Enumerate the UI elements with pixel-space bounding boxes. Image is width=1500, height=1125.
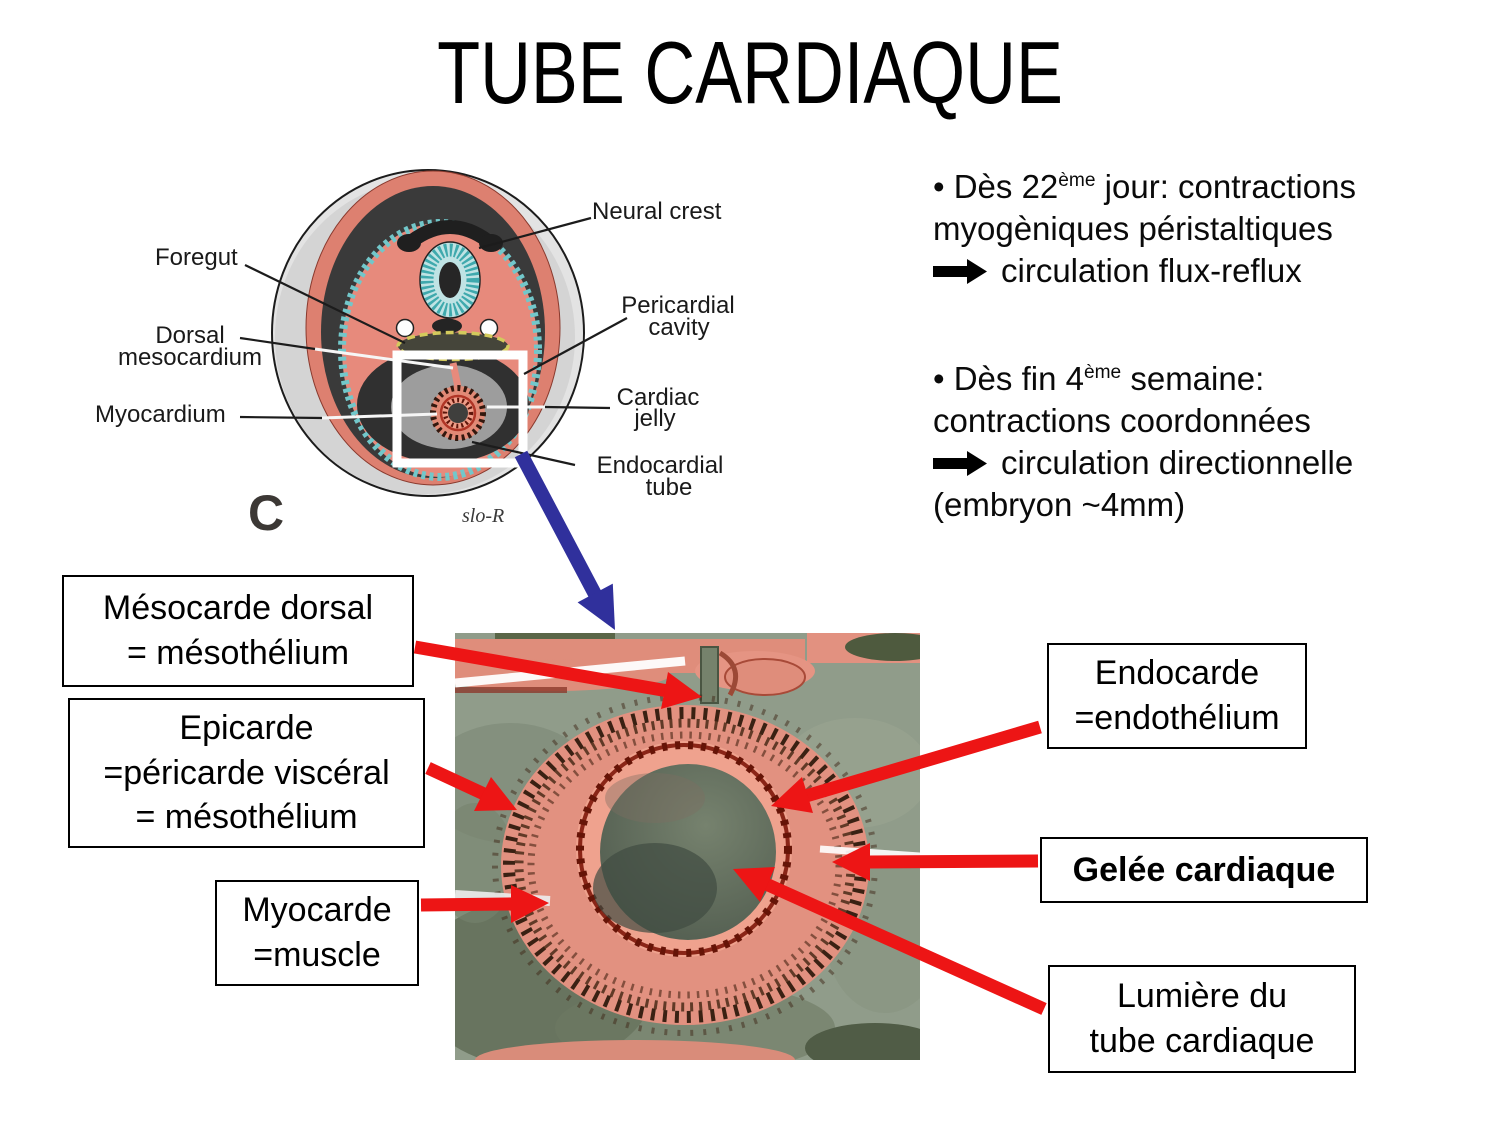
illustrator-signature: slo-R [462, 505, 504, 527]
label-pericardial-cavity-1: Pericardial [621, 292, 734, 319]
neural-tube [397, 220, 503, 319]
bullet-text: • Dès fin 4 [933, 360, 1084, 397]
superscript: ème [1058, 170, 1096, 191]
dorsal-aortae [395, 318, 499, 338]
superscript: ème [1083, 362, 1122, 383]
callout-text: Myocarde [242, 891, 392, 930]
notes-text-block: • Dès 22ème jour: contractions myogèniqu… [933, 160, 1493, 526]
label-endocardial-tube-1: Endocardial [597, 452, 724, 479]
label-foregut: Foregut [155, 244, 238, 271]
label-dorsal-mesocardium-1: Dorsal [155, 322, 224, 349]
histology-image [455, 633, 920, 1060]
panel-letter: C [248, 485, 284, 541]
callout-text: Endocarde [1094, 654, 1260, 693]
callout-text: = mésothélium [126, 634, 350, 672]
callout-text: Lumière du [1116, 977, 1288, 1016]
callout-text: = mésothélium [135, 798, 358, 837]
bullet-text: • Dès 22 [933, 168, 1059, 205]
bullet-text: circulation directionnelle [1001, 444, 1354, 481]
callout-myocarde: Myocarde =muscle [215, 880, 419, 986]
callout-text: =péricarde viscéral [103, 753, 390, 792]
bullet-text: contractions coordonnées [933, 402, 1311, 439]
bullet-text: myogèniques péristaltiques [933, 210, 1333, 247]
right-arrow-icon [933, 444, 987, 476]
callout-text: Gelée cardiaque [1072, 850, 1336, 889]
label-myocardium: Myocardium [95, 401, 226, 428]
callout-gelee-cardiaque: Gelée cardiaque [1040, 837, 1368, 903]
label-pericardial-cavity-2: cavity [648, 314, 709, 341]
callout-text: Epicarde [179, 708, 314, 747]
bullet-text: semaine: [1121, 360, 1265, 397]
bullet-text: (embryon ~4mm) [933, 486, 1186, 523]
callout-epicarde: Epicarde =péricarde viscéral = mésothéli… [68, 698, 425, 848]
bullet-week-4: • Dès fin 4ème semaine: contractions coo… [933, 352, 1493, 526]
callout-endocarde: Endocarde =endothélium [1047, 643, 1307, 749]
bullet-text: jour: contractions [1095, 168, 1356, 205]
label-cardiac-jelly-1: Cardiac [617, 384, 700, 411]
callout-text: Mésocarde dorsal [102, 589, 374, 628]
callout-lumiere: Lumière du tube cardiaque [1048, 965, 1356, 1073]
right-arrow-icon [933, 252, 987, 284]
cardiac-tube-lumen [593, 764, 776, 940]
label-neural-crest: Neural crest [592, 198, 722, 225]
callout-text: =muscle [253, 936, 381, 974]
page-title: TUBE CARDIAQUE [437, 23, 1063, 122]
label-dorsal-mesocardium-2: mesocardium [118, 344, 262, 371]
bullet-day-22: • Dès 22ème jour: contractions myogèniqu… [933, 160, 1493, 292]
label-endocardial-tube-2: tube [646, 474, 693, 501]
zoom-highlight-box [392, 350, 528, 468]
mesocardium-notch [700, 646, 719, 704]
callout-mesocarde-dorsal: Mésocarde dorsal = mésothélium [62, 575, 414, 687]
white-connector-lines [314, 347, 545, 420]
embryo-cross-section-figure: Foregut Dorsal mesocardium Myocardium Ne… [95, 169, 735, 541]
callout-text: =endothélium [1074, 699, 1280, 737]
callout-text: tube cardiaque [1089, 1022, 1315, 1060]
bullet-text: circulation flux-reflux [1001, 252, 1302, 289]
label-cardiac-jelly-2: jelly [633, 405, 675, 432]
